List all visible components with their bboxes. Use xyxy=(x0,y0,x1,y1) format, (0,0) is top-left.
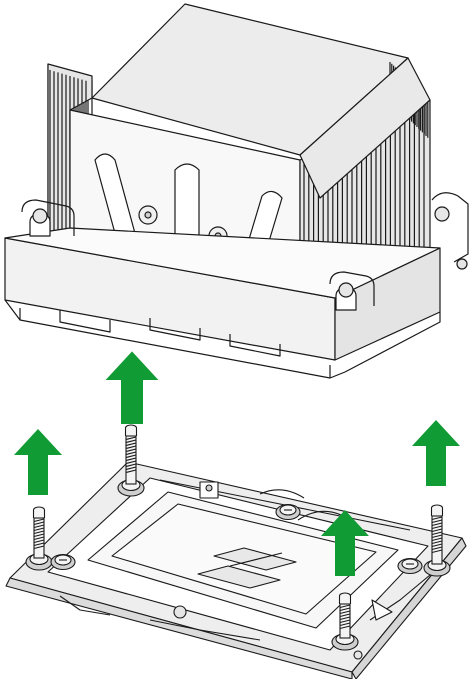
screw-thread xyxy=(431,531,443,536)
screw-thread xyxy=(125,439,137,444)
screw-thread xyxy=(431,522,443,527)
screw-thread xyxy=(125,442,137,447)
screw-thread xyxy=(339,622,351,627)
heatsink xyxy=(4,3,469,379)
screw-thread xyxy=(431,525,443,530)
screw-thread xyxy=(339,616,351,621)
heatsink-clip-back xyxy=(431,192,469,263)
screw-thread xyxy=(339,625,351,630)
screw-thread xyxy=(431,546,443,551)
screw-thread xyxy=(125,448,137,453)
screw-thread xyxy=(33,539,45,544)
screw-thread xyxy=(339,619,351,624)
screw-thread xyxy=(33,521,45,526)
screw-thread xyxy=(125,451,137,456)
heatsink-clip-left xyxy=(21,199,75,236)
screw-thread xyxy=(125,469,137,474)
screw xyxy=(423,504,451,577)
screw-thread xyxy=(431,549,443,554)
screw-thread xyxy=(339,607,351,612)
screw-thread xyxy=(33,530,45,535)
screw-thread xyxy=(125,436,137,441)
screw-thread xyxy=(431,543,443,548)
bracket-screw xyxy=(275,503,301,521)
screw-thread xyxy=(33,533,45,538)
up-arrow-right-screw xyxy=(412,420,460,486)
screw-thread xyxy=(125,454,137,459)
screw-thread xyxy=(339,610,351,615)
up-arrow-heatsink xyxy=(105,351,159,424)
carrier-slot-2 xyxy=(197,565,281,589)
screw-thread xyxy=(33,518,45,523)
up-arrow-left-screw xyxy=(14,429,62,495)
screw xyxy=(117,424,145,497)
carrier-slot-1 xyxy=(213,547,297,571)
screw-thread xyxy=(33,524,45,529)
screw-thread xyxy=(125,460,137,465)
screw-thread xyxy=(431,540,443,545)
heatsink-clip-right xyxy=(329,271,375,306)
screw-thread xyxy=(125,445,137,450)
screw-thread xyxy=(431,519,443,524)
bracket-frame xyxy=(5,461,467,679)
screw-thread xyxy=(33,536,45,541)
screw-thread xyxy=(339,613,351,618)
screw-thread xyxy=(339,604,351,609)
screw-thread xyxy=(33,545,45,550)
screw-thread xyxy=(33,527,45,532)
screw-thread xyxy=(33,542,45,547)
screw-thread xyxy=(125,463,137,468)
screw-thread xyxy=(431,534,443,539)
screw-thread xyxy=(431,537,443,542)
heatsink-right-top xyxy=(299,57,431,199)
bracket-screw xyxy=(397,557,423,575)
screw-thread xyxy=(431,516,443,521)
screw-group xyxy=(25,424,451,651)
screw-thread xyxy=(125,457,137,462)
screw xyxy=(25,506,53,571)
screw xyxy=(331,592,359,651)
screw-thread xyxy=(431,528,443,533)
bracket-screw xyxy=(50,553,76,571)
screw-thread xyxy=(125,466,137,471)
